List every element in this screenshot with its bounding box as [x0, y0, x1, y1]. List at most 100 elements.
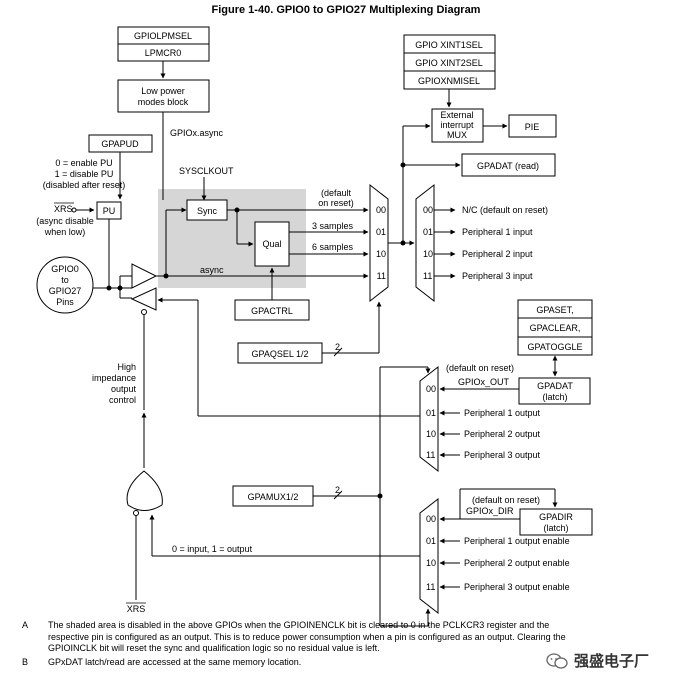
- input-demux-output-3: Peripheral 3 input: [462, 271, 533, 281]
- async-disable-label-2: when low): [44, 227, 86, 237]
- input-demux-code-11: 11: [423, 271, 432, 281]
- pin-label-3: GPIO27: [49, 286, 82, 296]
- low-power-modes-block: [117, 79, 210, 113]
- qual-mux-code-00: 00: [376, 205, 386, 215]
- output-mux-code-10: 10: [426, 429, 436, 439]
- pin-label-2: to: [61, 275, 69, 285]
- ext-label-3: MUX: [447, 130, 467, 140]
- out-default-label: (default on reset): [446, 363, 514, 373]
- lpm-label-1: Low power: [141, 86, 185, 96]
- input-buffer: [131, 263, 158, 289]
- gpiox-dir-label: GPIOx_DIR: [466, 506, 514, 516]
- pu-label: PU: [103, 206, 116, 216]
- xnmi-label: GPIOXNMISEL: [418, 76, 480, 86]
- gpio-pin-circle: [36, 256, 94, 314]
- gpadat-read-register: [461, 153, 556, 177]
- dir-mux-input-2: Peripheral 2 output enable: [464, 558, 570, 568]
- xint1-label: GPIO XINT1SEL: [415, 40, 483, 50]
- gpactrl-label: GPACTRL: [251, 306, 293, 316]
- gpiox-async-label: GPIOx.async: [170, 128, 224, 138]
- input-demux-output-1: Peripheral 1 input: [462, 227, 533, 237]
- hiz-label-4: control: [109, 395, 136, 405]
- input-demux-output-2: Peripheral 2 input: [462, 249, 533, 259]
- ext-label-1: External: [440, 110, 473, 120]
- default-reset-label-2: on reset): [318, 198, 354, 208]
- gpatoggle-register: [517, 336, 593, 356]
- gpaqsel-label: GPAQSEL 1/2: [251, 349, 308, 359]
- gpadir-latch-register: [519, 508, 593, 536]
- gpatoggle-label: GPATOGGLE: [527, 342, 582, 352]
- gpamux-label: GPAMUX1/2: [248, 492, 299, 502]
- sysclkout-label: SYSCLKOUT: [179, 166, 234, 176]
- input-output-label: 0 = input, 1 = output: [172, 544, 253, 554]
- gpadir-label-1: GPADIR: [539, 512, 573, 522]
- qualification-mux: [369, 183, 389, 303]
- output-mux: [419, 365, 439, 473]
- footnotes: A The shaded area is disabled in the abo…: [22, 620, 582, 670]
- dir-mux-code-00: 00: [426, 514, 436, 524]
- output-mux-code-01: 01: [426, 408, 436, 418]
- pu-disable-label: 1 = disable PU: [55, 169, 114, 179]
- three-samples-label: 3 samples: [312, 221, 354, 231]
- hiz-label-2: impedance: [92, 373, 136, 383]
- sync-label: Sync: [197, 206, 218, 216]
- output-mux-input-1: Peripheral 1 output: [464, 408, 541, 418]
- dir-mux-input-1: Peripheral 1 output enable: [464, 536, 570, 546]
- six-samples-label: 6 samples: [312, 242, 354, 252]
- default-reset-label-1: (default: [321, 188, 352, 198]
- qual-mux-code-01: 01: [376, 227, 386, 237]
- note-a-letter: A: [22, 620, 29, 630]
- async-label: async: [200, 265, 224, 275]
- gpaset-label: GPASET,: [536, 305, 573, 315]
- pie-block: [508, 114, 557, 138]
- gpadir-label-2: (latch): [543, 523, 568, 533]
- lpm-label-2: modes block: [138, 97, 189, 107]
- qual-mux-code-11: 11: [377, 271, 386, 281]
- dir-mux-input-3: Peripheral 3 output enable: [464, 582, 570, 592]
- pin-label-4: Pins: [56, 297, 74, 307]
- pu-after-reset-label: (disabled after reset): [43, 180, 126, 190]
- qsel-width-label: 2: [335, 342, 340, 352]
- pu-enable-label: 0 = enable PU: [55, 158, 112, 168]
- ext-label-2: interrupt: [440, 120, 474, 130]
- output-buffer: [130, 287, 157, 311]
- xint2-label: GPIO XINT2SEL: [415, 58, 483, 68]
- figure-title: Figure 1-40. GPIO0 to GPIO27 Multiplexin…: [212, 4, 481, 16]
- dir-default-label: (default on reset): [472, 495, 540, 505]
- note-a: A The shaded area is disabled in the abo…: [22, 620, 582, 655]
- dir-mux-code-11: 11: [426, 582, 435, 592]
- mux-width-label: 2: [335, 485, 340, 495]
- dir-mux-code-10: 10: [426, 558, 436, 568]
- direction-mux: [419, 497, 439, 615]
- hiz-label-1: High: [117, 362, 136, 372]
- dir-mux-code-01: 01: [426, 536, 436, 546]
- xrs-pu-label: XRS: [54, 204, 73, 214]
- pin-label-1: GPIO0: [51, 264, 79, 274]
- note-a-text: The shaded area is disabled in the above…: [48, 620, 566, 653]
- input-demux: [415, 183, 435, 303]
- or-gate: [126, 470, 163, 511]
- input-demux-code-01: 01: [423, 227, 433, 237]
- output-mux-input-2: Peripheral 2 output: [464, 429, 541, 439]
- qual-mux-code-10: 10: [376, 249, 386, 259]
- input-demux-code-00: 00: [423, 205, 433, 215]
- gpiolpmsel-label: GPIOLPMSEL: [134, 31, 192, 41]
- hiz-label-3: output: [111, 384, 137, 394]
- output-mux-code-11: 11: [426, 450, 435, 460]
- gpadat-latch-register: [518, 377, 591, 405]
- wechat-icon: [546, 652, 568, 669]
- note-b-text: GPxDAT latch/read are accessed at the sa…: [48, 656, 302, 667]
- lpmcr0-label: LPMCR0: [145, 48, 182, 58]
- note-b: B GPxDAT latch/read are accessed at the …: [22, 657, 582, 669]
- input-demux-code-10: 10: [423, 249, 433, 259]
- gpaclear-label: GPACLEAR,: [530, 323, 581, 333]
- async-disable-label-1: (async disable: [36, 216, 94, 226]
- qual-block: [254, 221, 290, 267]
- gpapud-label: GPAPUD: [101, 139, 139, 149]
- xrs-bottom-label: XRS: [127, 604, 146, 614]
- input-demux-output-0: N/C (default on reset): [462, 205, 548, 215]
- output-mux-code-00: 00: [426, 384, 436, 394]
- pie-label: PIE: [525, 122, 540, 132]
- gpadat-read-label: GPADAT (read): [477, 161, 539, 171]
